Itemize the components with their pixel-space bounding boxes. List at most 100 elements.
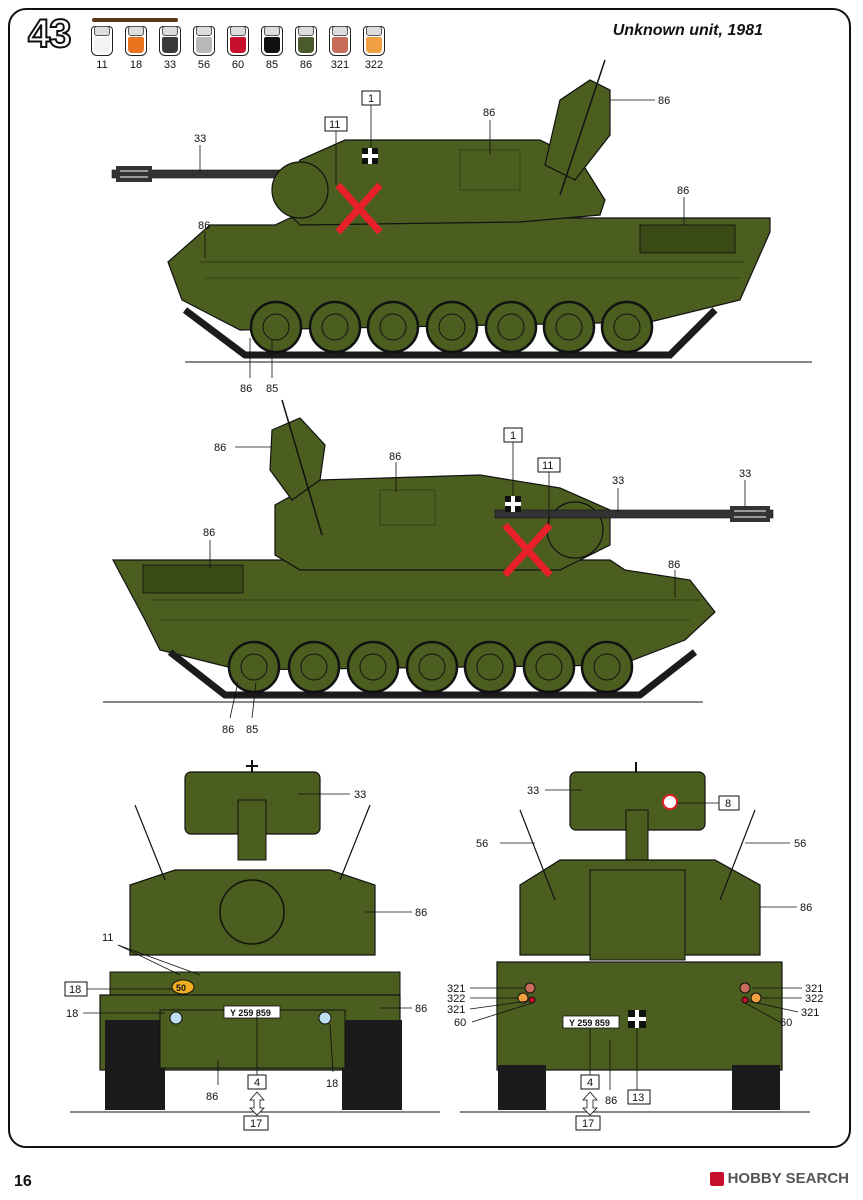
decal-11: 11 [329, 119, 340, 131]
paint-swatch: 18 [124, 26, 148, 71]
label-86: 86 [605, 1095, 617, 1107]
label-33: 33 [354, 789, 366, 801]
decal-1: 1 [510, 430, 516, 442]
wheel-hub [300, 653, 328, 681]
road-wheel [405, 640, 459, 694]
wheel-hub [438, 313, 466, 341]
paint-swatch: 321 [328, 26, 352, 71]
label-321: 321 [801, 1007, 819, 1019]
label-86: 86 [668, 559, 680, 571]
label-86: 86 [658, 95, 670, 107]
paint-jar-icon [125, 26, 147, 56]
road-wheel [425, 300, 479, 354]
label-86: 86 [222, 724, 234, 736]
label-56: 56 [476, 838, 488, 850]
paint-swatch: 11 [90, 26, 114, 71]
step-number: 43 [27, 12, 72, 56]
paint-jar-icon [193, 26, 215, 56]
decal-18: 18 [69, 984, 81, 996]
road-wheel [287, 640, 341, 694]
paint-code: 86 [299, 59, 313, 71]
road-wheel [580, 640, 634, 694]
label-85: 85 [246, 724, 258, 736]
paint-code: 321 [330, 59, 350, 71]
label-86: 86 [203, 527, 215, 539]
label-86: 86 [483, 107, 495, 119]
road-wheel [522, 640, 576, 694]
paint-code: 33 [163, 59, 177, 71]
label-18: 18 [326, 1078, 338, 1090]
label-322: 322 [805, 993, 823, 1005]
label-86: 86 [240, 383, 252, 395]
paint-swatch: 60 [226, 26, 250, 71]
label-33: 33 [194, 133, 206, 145]
paint-code: 60 [231, 59, 245, 71]
paint-jar-icon [227, 26, 249, 56]
decal-1: 1 [368, 93, 374, 105]
decal-17: 17 [250, 1118, 262, 1130]
paint-code: 322 [364, 59, 384, 71]
paint-swatch: 85 [260, 26, 284, 71]
decal-8: 8 [725, 798, 731, 810]
front-view: Y 259 859 50 33 86 86 86 11 18 18 18 4 1… [64, 760, 440, 1131]
wheel-hub [555, 313, 583, 341]
page-number: 16 [14, 1173, 32, 1190]
paint-code: 11 [96, 59, 108, 71]
instruction-frame [8, 8, 851, 1148]
road-wheel [463, 640, 517, 694]
label-60: 60 [780, 1017, 792, 1029]
wheel-hub [593, 653, 621, 681]
wheel-hub [497, 313, 525, 341]
paint-jar-icon [329, 26, 351, 56]
paint-code: 56 [197, 59, 211, 71]
paint-jar-icon [261, 26, 283, 56]
wheel-hub [321, 313, 349, 341]
label-56: 56 [794, 838, 806, 850]
paint-swatch: 86 [294, 26, 318, 71]
paint-swatch: 56 [192, 26, 216, 71]
hobby-search-logo: HOBBY SEARCH [709, 1170, 849, 1187]
decal-4: 4 [254, 1077, 260, 1089]
paint-jar-icon [295, 26, 317, 56]
label-33: 33 [739, 468, 751, 480]
wheel-hub [613, 313, 641, 341]
wheel-hub [262, 313, 290, 341]
label-322: 322 [447, 993, 465, 1005]
paint-swatch: 33 [158, 26, 182, 71]
paint-swatches: 11 18 33 56 60 85 86 321 322 [90, 26, 386, 71]
road-wheel [484, 300, 538, 354]
label-11: 11 [102, 932, 113, 944]
wheel-hub [240, 653, 268, 681]
paint-swatch: 322 [362, 26, 386, 71]
label-86: 86 [198, 220, 210, 232]
tactical-number: 50 [176, 983, 186, 993]
road-wheel [366, 300, 420, 354]
rear-view: Y 259 859 33 56 56 86 86 321 322 321 60 … [447, 762, 823, 1131]
license-plate: Y 259 859 [569, 1018, 610, 1028]
road-wheel [346, 640, 400, 694]
road-wheel [308, 300, 362, 354]
label-86: 86 [206, 1091, 218, 1103]
label-33: 33 [612, 475, 624, 487]
road-wheel [600, 300, 654, 354]
label-86: 86 [214, 442, 226, 454]
license-plate: Y 259 859 [230, 1008, 271, 1018]
side-view-right: 86 86 86 86 33 33 86 85 1 11 [103, 399, 774, 736]
label-86: 86 [415, 1003, 427, 1015]
label-86: 86 [389, 451, 401, 463]
decal-17: 17 [582, 1118, 594, 1130]
brush-icon [92, 18, 178, 22]
label-86: 86 [415, 907, 427, 919]
logo-icon [709, 1171, 724, 1186]
wheel-hub [379, 313, 407, 341]
label-321: 321 [805, 983, 823, 995]
road-wheel [249, 300, 303, 354]
logo-text: HOBBY SEARCH [727, 1170, 849, 1187]
label-86: 86 [800, 902, 812, 914]
wheel-hub [418, 653, 446, 681]
paint-code: 18 [129, 59, 143, 71]
wheel-hub [476, 653, 504, 681]
label-85: 85 [266, 383, 278, 395]
label-33: 33 [527, 785, 539, 797]
paint-jar-icon [91, 26, 113, 56]
